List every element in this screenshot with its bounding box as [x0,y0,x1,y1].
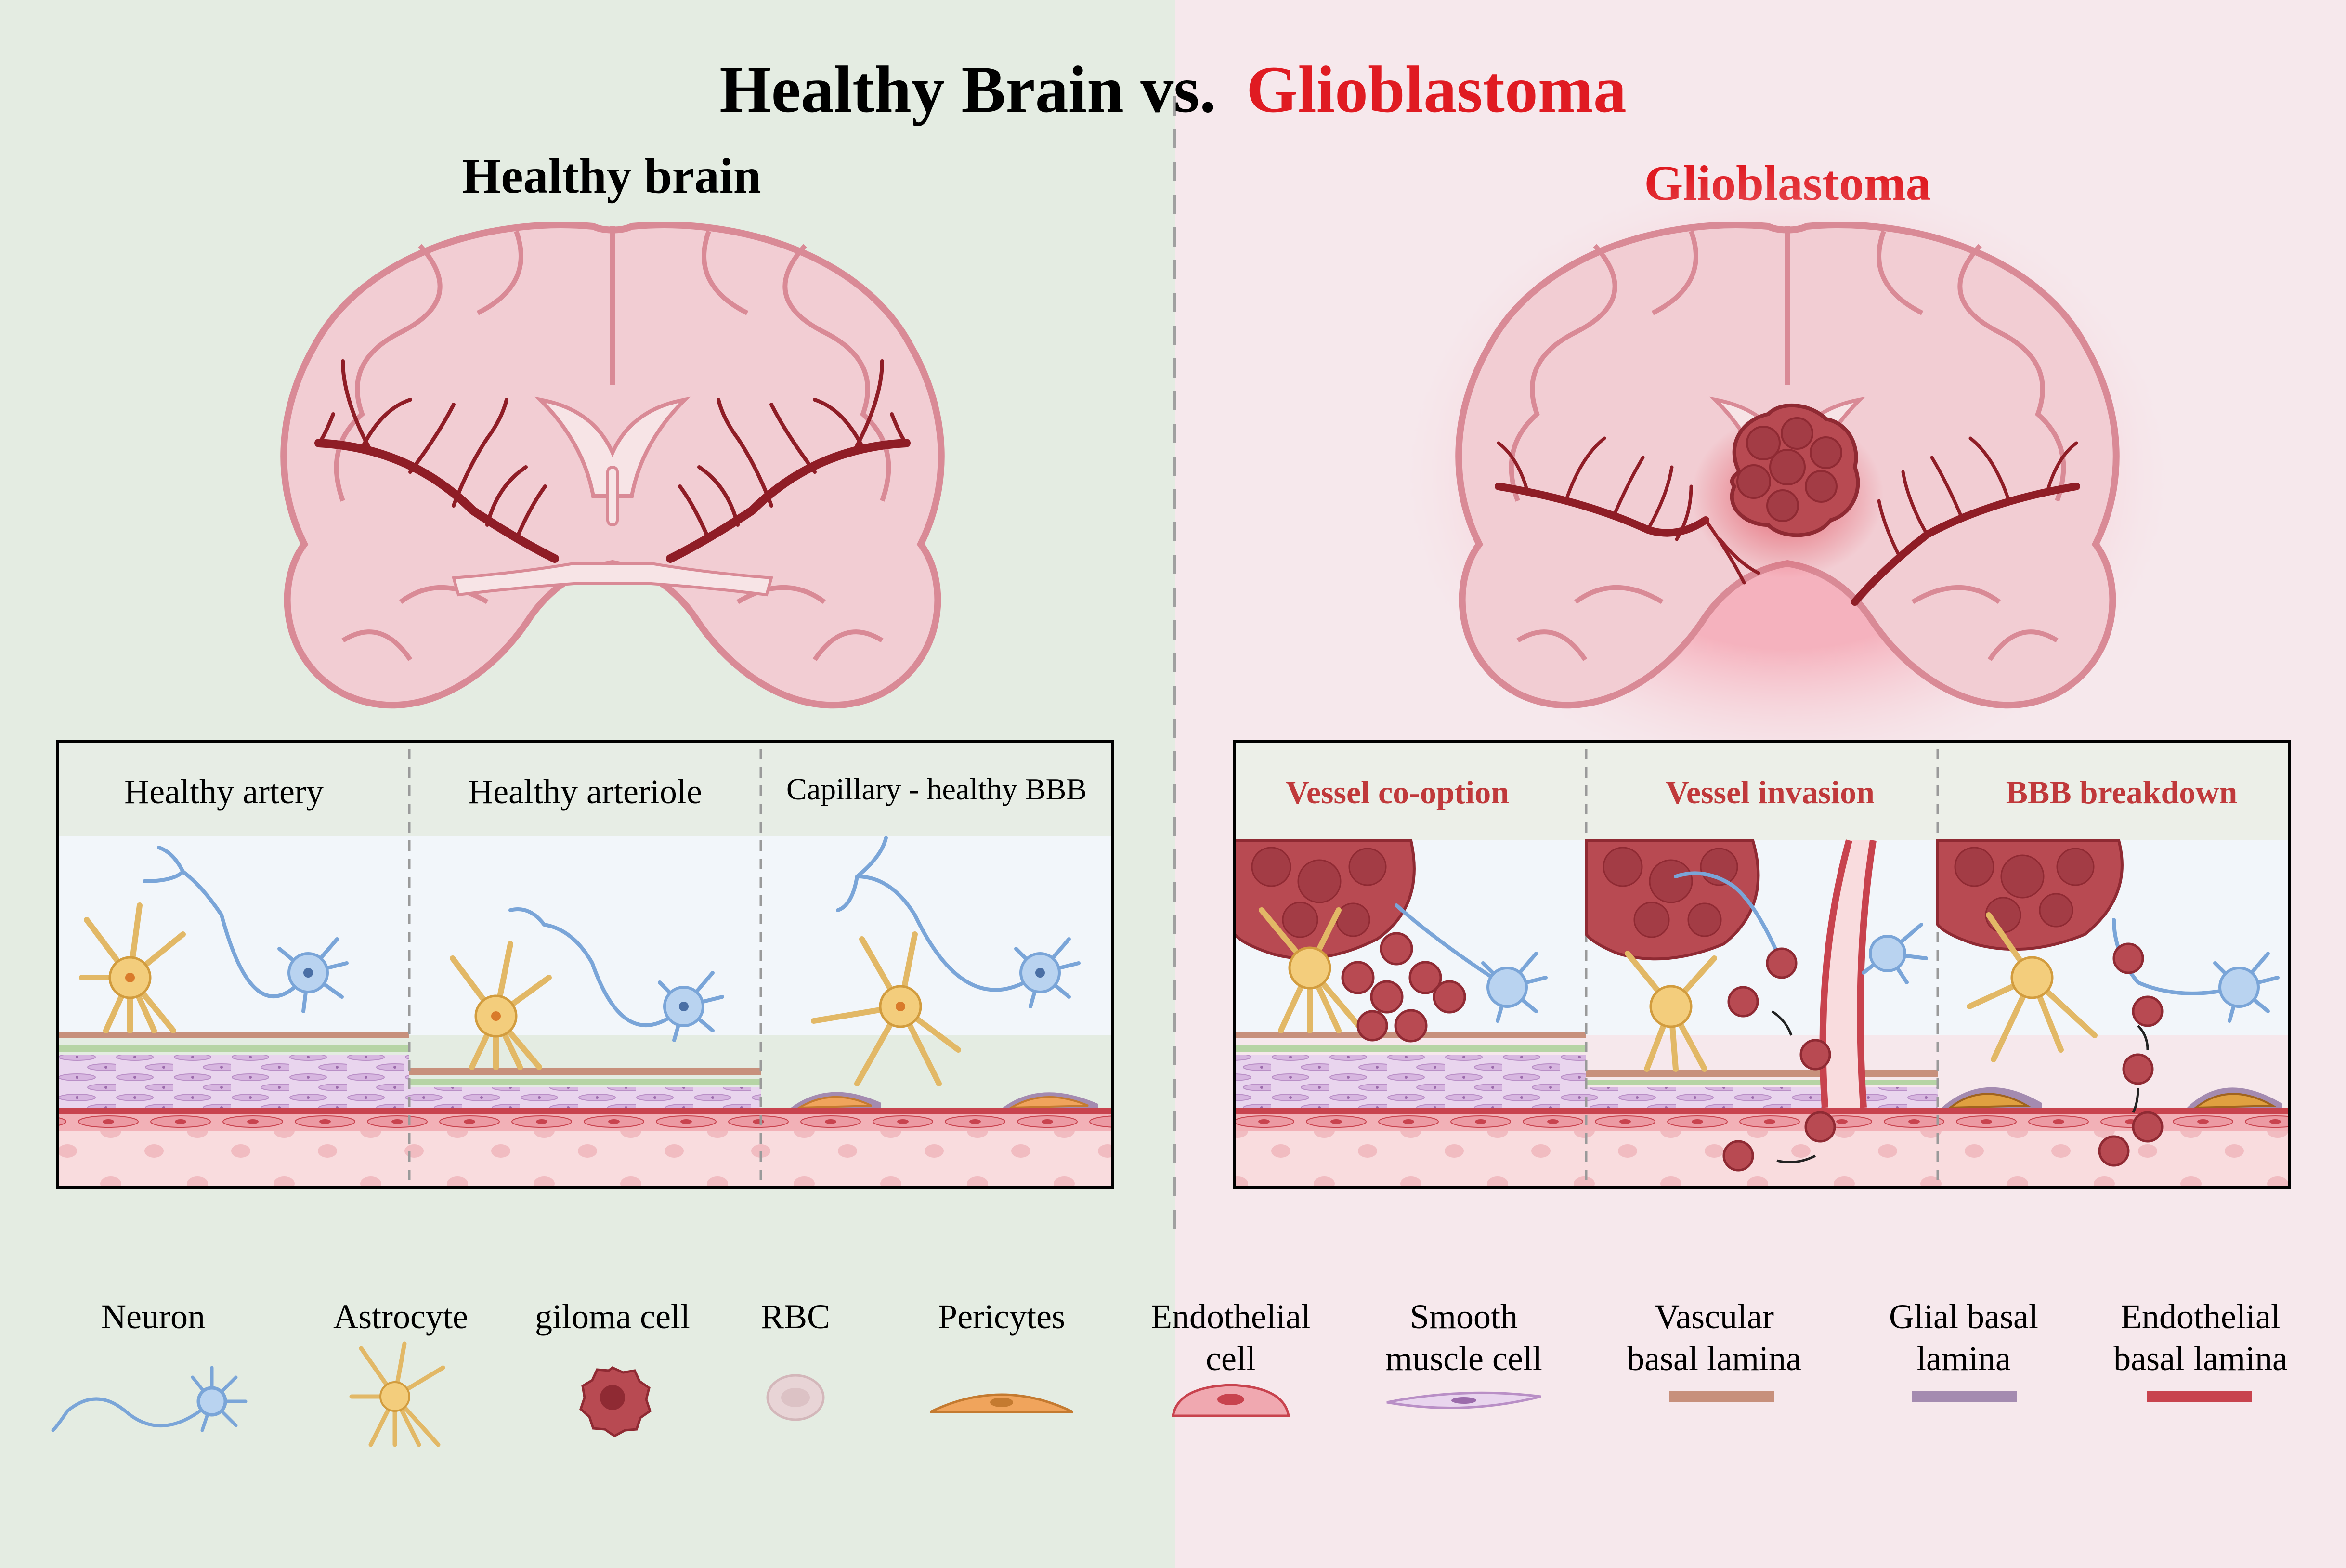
section-label-healthy-artery: Healthy artery [124,772,324,811]
legend-label-vascular-1: Vascular [1655,1297,1774,1336]
neuron-icon [51,1366,248,1432]
vascular-basal-lamina-swatch [1669,1391,1774,1402]
legend-label-endothelial-basal-1: Endothelial [2121,1297,2281,1336]
legend-label-endothelial-basal-2: basal lamina [2113,1339,2288,1378]
legend-item-endothelial-basal-lamina: Endothelial basal lamina [2113,1297,2288,1402]
legend-label-glioma-cell: giloma cell [535,1297,690,1336]
main-title-part2: Glioblastoma [1246,52,1627,126]
legend-label-neuron: Neuron [101,1297,205,1336]
legend-label-rbc: RBC [761,1297,830,1336]
legend-item-glioma-cell: giloma cell [535,1297,690,1437]
legend-label-smooth-muscle-2: muscle cell [1385,1339,1542,1378]
section-label-capillary-healthy-bbb: Capillary - healthy BBB [786,772,1087,806]
legend-label-glial-2: lamina [1916,1339,2011,1378]
glioblastoma-brain-illustration [1455,222,2120,709]
legend-item-neuron: Neuron [51,1297,248,1432]
glioblastoma-vessel-panel: Vessel co-option Vessel invasion BBB bre… [1233,740,2291,1189]
legend-item-glial-basal-lamina: Glial basal lamina [1889,1297,2038,1402]
healthy-vessel-panel: Healthy artery Healthy arteriole Capilla… [56,740,1114,1189]
legend-item-smooth-muscle-cell: Smooth muscle cell [1385,1297,1542,1410]
legend-label-smooth-muscle-1: Smooth [1410,1297,1518,1336]
smooth-muscle-cell-icon [1386,1391,1541,1410]
section-label-healthy-arteriole: Healthy arteriole [468,772,702,811]
section-label-bbb-breakdown: BBB breakdown [2006,774,2238,810]
rbc-icon [766,1374,825,1421]
main-title-part1: Healthy Brain vs. [719,52,1216,126]
glioma-cell-icon [579,1366,652,1437]
glial-basal-lamina-swatch [1912,1391,2017,1402]
legend-item-vascular-basal-lamina: Vascular basal lamina [1627,1297,1801,1402]
pericyte-icon [929,1393,1074,1413]
legend-label-vascular-2: basal lamina [1627,1339,1801,1378]
legend-item-endothelial-cell: Endothelial cell [1151,1297,1311,1417]
legend-item-astrocyte: Astrocyte [333,1297,468,1447]
legend-label-astrocyte: Astrocyte [333,1297,468,1336]
legend-label-glial-1: Glial basal [1889,1297,2038,1336]
legend-item-rbc: RBC [761,1297,830,1421]
section-label-vessel-invasion: Vessel invasion [1666,774,1875,810]
endothelial-basal-lamina-swatch [2147,1391,2252,1402]
legend-label-endothelial-cell-1: Endothelial [1151,1297,1311,1336]
legend-label-pericytes: Pericytes [938,1297,1065,1336]
legend: Neuron Astrocyte giloma cell RBC [51,1297,2288,1447]
healthy-brain-heading: Healthy brain [462,148,761,204]
astrocyte-icon [349,1341,445,1447]
healthy-brain-illustration [280,222,945,709]
legend-label-endothelial-cell-2: cell [1206,1339,1256,1378]
endothelial-cell-icon [1172,1384,1290,1417]
section-label-vessel-co-option: Vessel co-option [1286,774,1509,810]
main-title: Healthy Brain vs. Glioblastoma [719,52,1626,126]
legend-item-pericytes: Pericytes [929,1297,1074,1413]
